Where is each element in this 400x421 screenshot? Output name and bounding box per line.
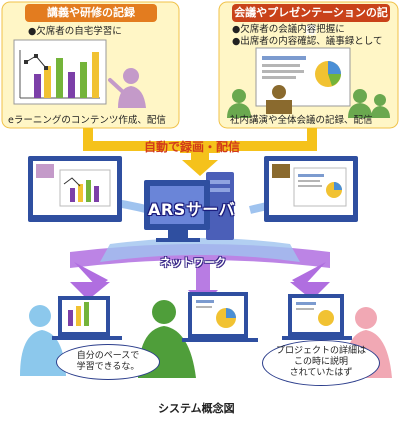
server-label: ARSサーバ (148, 200, 236, 219)
banner-arrow (83, 128, 317, 176)
right-panel-bullet-1: ●欠席者の会議内容把握に (232, 24, 345, 35)
diagram-title: システム概念図 (158, 402, 235, 415)
left-whiteboard (13, 39, 107, 105)
network-label: ネットワーク (160, 256, 226, 269)
bar-mark (68, 72, 75, 98)
bar-mark (44, 66, 51, 98)
bar-mark (92, 52, 99, 98)
audience-icon (227, 89, 390, 118)
right-panel-caption: 社内講演や全体会議の記録、配信 (230, 115, 373, 126)
speech-bubble-right: プロジェクトの詳細は この時に説明 されていたはず (262, 340, 380, 386)
server-icon (144, 172, 234, 242)
left-panel-bullet-1: ●欠席者の自宅学習に (28, 26, 122, 37)
desk-center (182, 338, 258, 342)
bar-mark (56, 58, 63, 98)
bar-mark (34, 74, 41, 98)
auto-record-banner: 自動で録画・配信 (144, 140, 241, 154)
right-screen (255, 47, 351, 107)
presenter-right-icon (266, 85, 292, 114)
monitor-right-icon (264, 156, 358, 222)
right-panel-bullet-2: ●出席者の内容確認、議事録として (232, 36, 383, 47)
speech-bubble-left: 自分のペースで 学習できるな。 (56, 344, 160, 380)
left-panel-title: 講義や研修の記録 (25, 4, 157, 22)
presenter-left-icon (108, 68, 146, 108)
user-center-icon (138, 292, 248, 378)
right-panel-title: 会議やプレゼンテーションの記録 (232, 4, 390, 37)
monitor-left-icon (28, 156, 122, 222)
bar-mark (80, 62, 87, 98)
user-left-icon (20, 296, 110, 376)
desk-right (282, 336, 352, 340)
left-panel-caption: eラーニングのコンテンツ作成、配信 (8, 115, 166, 126)
desk-left (52, 336, 122, 340)
